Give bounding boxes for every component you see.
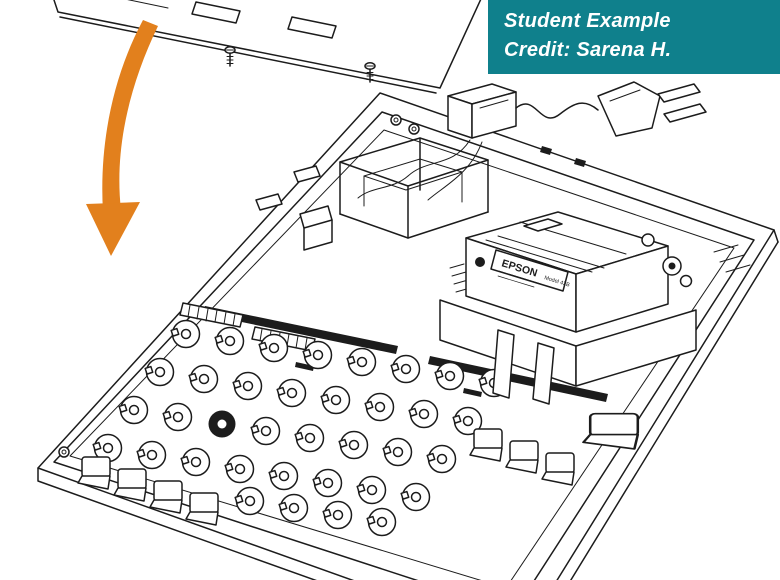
banner-title: Student Example: [504, 10, 671, 32]
keycap: [541, 452, 575, 486]
printer-right: [575, 245, 669, 333]
key-switch: [356, 475, 387, 505]
platen-knobs: [662, 256, 693, 288]
key-switch: [390, 354, 421, 384]
top-cover: [53, 0, 482, 94]
key-switch: [322, 500, 353, 530]
connector-strip: [179, 302, 244, 328]
chassis-tray: [37, 92, 779, 580]
keyboard-switch-plate: [92, 319, 509, 537]
rim-clip: [540, 146, 552, 155]
printer-bracket: [532, 342, 555, 405]
key-switch: [224, 454, 255, 484]
flow-arrow-shaft: [102, 20, 158, 212]
printer-assembly: EPSON Model 42B: [439, 211, 697, 405]
cover-window: [287, 16, 337, 39]
printer-label: EPSON Model 42B: [490, 249, 571, 292]
key-switch: [214, 326, 245, 356]
key-switch: [118, 395, 149, 425]
key-switch: [338, 430, 369, 460]
rim-clip: [574, 158, 586, 167]
key-switch: [434, 361, 465, 391]
key-switch: [278, 493, 309, 523]
flow-arrow-head: [86, 202, 140, 256]
keycap: [113, 468, 147, 502]
power-adapter: [447, 83, 517, 139]
plug-prong: [663, 103, 707, 123]
plug-prong: [657, 83, 701, 103]
key-switch: [382, 437, 413, 467]
wire-harness: [357, 139, 483, 201]
credit-banner: Student Example Credit: Sarena H.: [488, 0, 780, 74]
key-switch: [364, 392, 395, 422]
key-switch: [408, 399, 439, 429]
standoff-pads: [255, 165, 321, 211]
key-switch: [366, 507, 397, 537]
paper-roller: [641, 233, 655, 247]
key-switch: [302, 340, 333, 370]
key-switch: [136, 440, 167, 470]
keycap: [469, 428, 503, 462]
keycap: [149, 480, 183, 514]
printer-platform-side: [575, 309, 697, 387]
rubber-foot: [58, 446, 70, 458]
key-switch: [320, 385, 351, 415]
key-switch: [276, 378, 307, 408]
key-switch: [312, 468, 343, 498]
banner-credit: Credit: Sarena H.: [504, 39, 672, 61]
keycap: [505, 440, 539, 474]
print-head-comb: [449, 263, 471, 293]
keycap-wide: [582, 412, 640, 451]
key-switch: [144, 357, 175, 387]
key-switch: [426, 444, 457, 474]
key-switch: [346, 347, 377, 377]
key-switch: [268, 461, 299, 491]
cover-window: [191, 1, 241, 24]
key-switch: [234, 486, 265, 516]
key-switch-dark: [208, 410, 236, 438]
key-switch: [232, 371, 263, 401]
power-plug: [597, 81, 707, 137]
printer-knob-dark: [475, 257, 485, 267]
flow-arrow: [86, 20, 158, 256]
key-switch: [294, 423, 325, 453]
key-switch: [180, 447, 211, 477]
key-switch: [258, 333, 289, 363]
printer-bracket: [492, 329, 515, 399]
hinge-bracket: [299, 205, 333, 251]
mount-posts: [390, 114, 420, 135]
side-wall-vents: [713, 244, 751, 273]
power-cord: [515, 102, 599, 119]
keycap: [185, 492, 219, 526]
key-switch: [162, 402, 193, 432]
key-switch: [400, 482, 431, 512]
screw: [224, 46, 236, 67]
keycap: [77, 456, 111, 490]
ribbon-carrier: [523, 218, 563, 232]
key-switch: [188, 364, 219, 394]
key-switch: [250, 416, 281, 446]
key-switch: [170, 319, 201, 349]
